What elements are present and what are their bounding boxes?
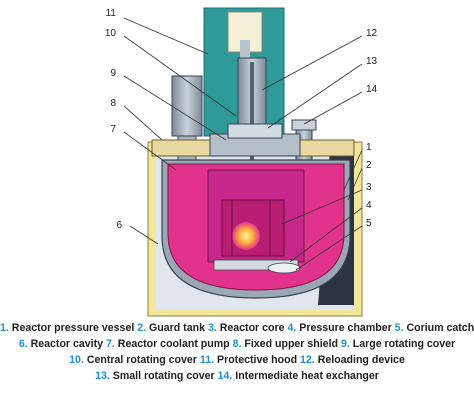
legend-label: Corium catcher (406, 322, 474, 334)
callout-12: 12 (366, 28, 378, 39)
leader-lines (123, 17, 363, 271)
legend-number: 6. (18, 338, 28, 350)
callout-4: 4 (366, 200, 372, 211)
legend-line-1: 1. Reactor pressure vessel 2. Guard tank… (0, 320, 474, 336)
legend-number: 4. (287, 322, 297, 334)
legend-label: Small rotating cover (112, 370, 215, 382)
legend-label: Protective hood (217, 354, 298, 366)
diagram-legend: 1. Reactor pressure vessel 2. Guard tank… (0, 320, 474, 384)
legend-label: Large rotating cover (352, 338, 456, 350)
callout-1: 1 (366, 142, 372, 153)
protective-hood (203, 7, 285, 137)
legend-number: 10. (69, 354, 84, 366)
callout-5: 5 (366, 218, 372, 229)
callout-6: 6 (116, 220, 122, 231)
callout-10: 10 (105, 28, 117, 39)
callout-14: 14 (366, 84, 378, 95)
legend-label: Fixed upper shield (244, 338, 338, 350)
pressure-chamber (213, 259, 301, 274)
legend-number: 14. (217, 370, 233, 382)
legend-number: 12. (300, 354, 315, 366)
legend-number: 11. (199, 354, 215, 366)
callout-3: 3 (366, 182, 372, 193)
callout-9: 9 (110, 68, 116, 79)
legend-number: 2. (137, 322, 147, 334)
reactor-cutaway-diagram: 11 10 9 8 7 6 12 13 14 1 2 3 4 5 (105, 7, 378, 317)
upper-shield-and-covers (151, 123, 355, 157)
callout-8: 8 (110, 98, 116, 109)
legend-label: Reactor coolant pump (117, 338, 230, 350)
legend-label: Reactor cavity (30, 338, 104, 350)
legend-number: 3. (207, 322, 217, 334)
callout-2: 2 (366, 160, 372, 171)
legend-label: Central rotating cover (86, 354, 197, 366)
callout-7: 7 (110, 124, 116, 135)
callout-13: 13 (366, 56, 378, 67)
legend-label: Reactor pressure vessel (11, 322, 135, 334)
callout-11: 11 (106, 8, 117, 19)
legend-line-2: 6. Reactor cavity 7. Reactor coolant pum… (0, 336, 474, 352)
legend-label: Intermediate heat exchanger (235, 370, 379, 382)
legend-label: Reactor core (219, 322, 285, 334)
legend-line-3: 10. Central rotating cover 11. Protectiv… (0, 352, 474, 368)
legend-number: 13. (95, 370, 110, 382)
legend-number: 8. (232, 338, 242, 350)
legend-number: 1. (0, 322, 9, 334)
legend-number: 7. (106, 338, 115, 350)
legend-number: 5. (394, 322, 404, 334)
legend-label: Reloading device (317, 354, 405, 366)
legend-line-4: 13. Small rotating cover 14. Intermediat… (0, 368, 474, 384)
legend-label: Pressure chamber (299, 322, 392, 334)
legend-label: Guard tank (149, 322, 205, 334)
reactor-core (221, 199, 285, 257)
legend-number: 9. (340, 338, 350, 350)
